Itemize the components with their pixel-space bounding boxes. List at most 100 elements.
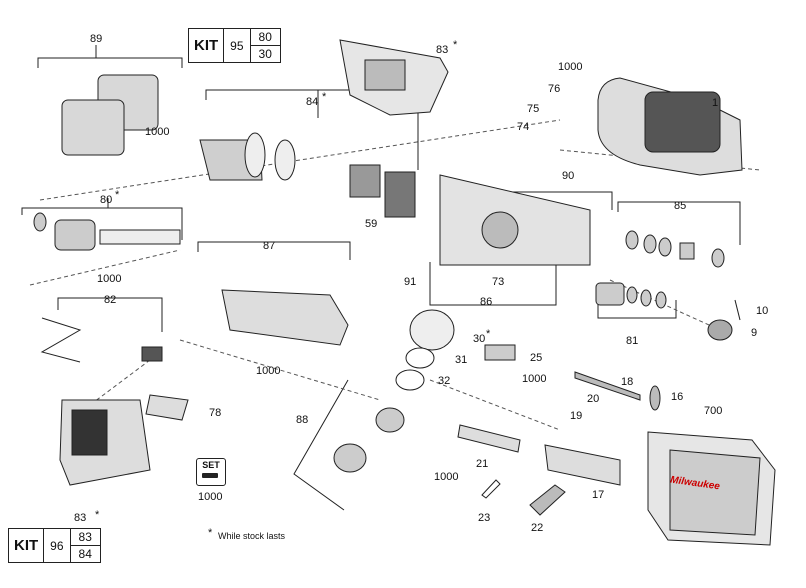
asterisk: * — [115, 189, 120, 201]
set-label: SET — [202, 460, 220, 470]
bracket-87 — [197, 241, 351, 260]
part-78-label — [145, 394, 189, 421]
callout-81: 81 — [626, 335, 639, 347]
callout-76: 76 — [548, 83, 561, 95]
callout-86: 86 — [480, 296, 493, 308]
part-9-sleeve — [707, 319, 733, 341]
part-32-washer — [395, 369, 425, 391]
callout-78: 78 — [209, 407, 222, 419]
screw-icon — [202, 473, 218, 478]
callout-89: 89 — [90, 33, 103, 45]
bracket-88 — [293, 379, 349, 511]
part-80-armature — [33, 212, 181, 251]
part-21-bracket — [457, 424, 521, 453]
part-86-gear-housing — [439, 174, 591, 266]
callout-75: 75 — [527, 103, 540, 115]
part-18-shaft — [574, 371, 661, 411]
callout-17: 17 — [592, 489, 605, 501]
part-87-cover — [221, 289, 349, 346]
part-89-assembly — [61, 74, 159, 156]
kit-items: 80 30 — [250, 29, 280, 62]
callout-1000f: 1000 — [434, 471, 459, 483]
callout-10: 10 — [756, 305, 769, 317]
callout-1000a: 1000 — [558, 61, 583, 73]
bracket-81 — [597, 300, 677, 319]
bracket-86 — [429, 262, 557, 306]
callout-91: 91 — [404, 276, 417, 288]
callout-19: 19 — [570, 410, 583, 422]
set-number: 1000 — [198, 491, 223, 503]
part-1-housing — [597, 77, 743, 176]
kit-items: 83 84 — [70, 529, 100, 562]
callout-74: 74 — [517, 121, 530, 133]
callout-25: 25 — [530, 352, 543, 364]
callout-700: 700 — [704, 405, 723, 417]
callout-1000c: 1000 — [97, 273, 122, 285]
part-81-bearings — [595, 282, 667, 309]
callout-1000b: 1000 — [145, 126, 170, 138]
asterisk: * — [95, 509, 100, 521]
callout-21: 21 — [476, 458, 489, 470]
callout-59: 59 — [365, 218, 378, 230]
part-84-components — [199, 132, 416, 218]
callout-31: 31 — [455, 354, 468, 366]
set-badge: SET — [196, 458, 226, 486]
part-83-frame — [339, 39, 449, 116]
part-17-shoe — [544, 444, 621, 486]
asterisk: * — [486, 328, 491, 340]
callout-9: 9 — [751, 327, 758, 339]
callout-18: 18 — [621, 376, 634, 388]
callout-30: 30 — [473, 333, 486, 345]
bracket-84 — [205, 89, 419, 170]
callout-1000e: 1000 — [522, 373, 547, 385]
callout-88: 88 — [296, 414, 309, 426]
part-700-case — [647, 431, 776, 546]
kit-item: 83 — [78, 530, 92, 544]
kit-number: 95 — [224, 29, 251, 62]
bracket-80 — [21, 207, 183, 240]
kit-item: 80 — [258, 30, 272, 44]
callout-1: 1 — [712, 97, 719, 109]
part-30-gear — [409, 309, 455, 351]
bracket-85 — [617, 201, 741, 245]
part-83-housing — [59, 399, 151, 486]
callout-82: 82 — [104, 294, 117, 306]
part-10-spring — [734, 299, 741, 321]
callout-84: 84 — [306, 96, 319, 108]
callout-90: 90 — [562, 170, 575, 182]
kit-number: 96 — [44, 529, 71, 562]
callout-83-bottom: 83 — [74, 512, 87, 524]
footnote-asterisk: * — [208, 527, 213, 539]
callout-1000d: 1000 — [256, 365, 281, 377]
part-25-plate — [484, 344, 516, 361]
part-31-washer — [405, 347, 435, 369]
kit-box-96: KIT 96 83 84 — [8, 528, 101, 563]
part-85-bearings — [625, 230, 725, 268]
part-88-clamp — [333, 407, 405, 473]
callout-80: 80 — [100, 194, 113, 206]
asterisk: * — [453, 39, 458, 51]
asterisk: * — [322, 91, 327, 103]
callout-32: 32 — [438, 375, 451, 387]
callout-73: 73 — [492, 276, 505, 288]
bracket-89 — [37, 57, 183, 68]
callout-20: 20 — [587, 393, 600, 405]
part-22-lever — [529, 484, 566, 516]
bracket-82 — [57, 297, 163, 332]
part-23-pin — [481, 479, 501, 499]
callout-83-top: 83 — [436, 44, 449, 56]
callout-87: 87 — [263, 240, 276, 252]
callout-22: 22 — [531, 522, 544, 534]
kit-label: KIT — [9, 529, 45, 562]
callout-16: 16 — [671, 391, 684, 403]
kit-box-95: KIT 95 80 30 — [188, 28, 281, 63]
kit-item: 30 — [250, 45, 280, 62]
footnote-text: While stock lasts — [218, 531, 286, 541]
part-82-clamp — [40, 317, 163, 363]
kit-item: 84 — [70, 545, 100, 562]
kit-label: KIT — [189, 29, 225, 62]
callout-85: 85 — [674, 200, 687, 212]
callout-23: 23 — [478, 512, 491, 524]
